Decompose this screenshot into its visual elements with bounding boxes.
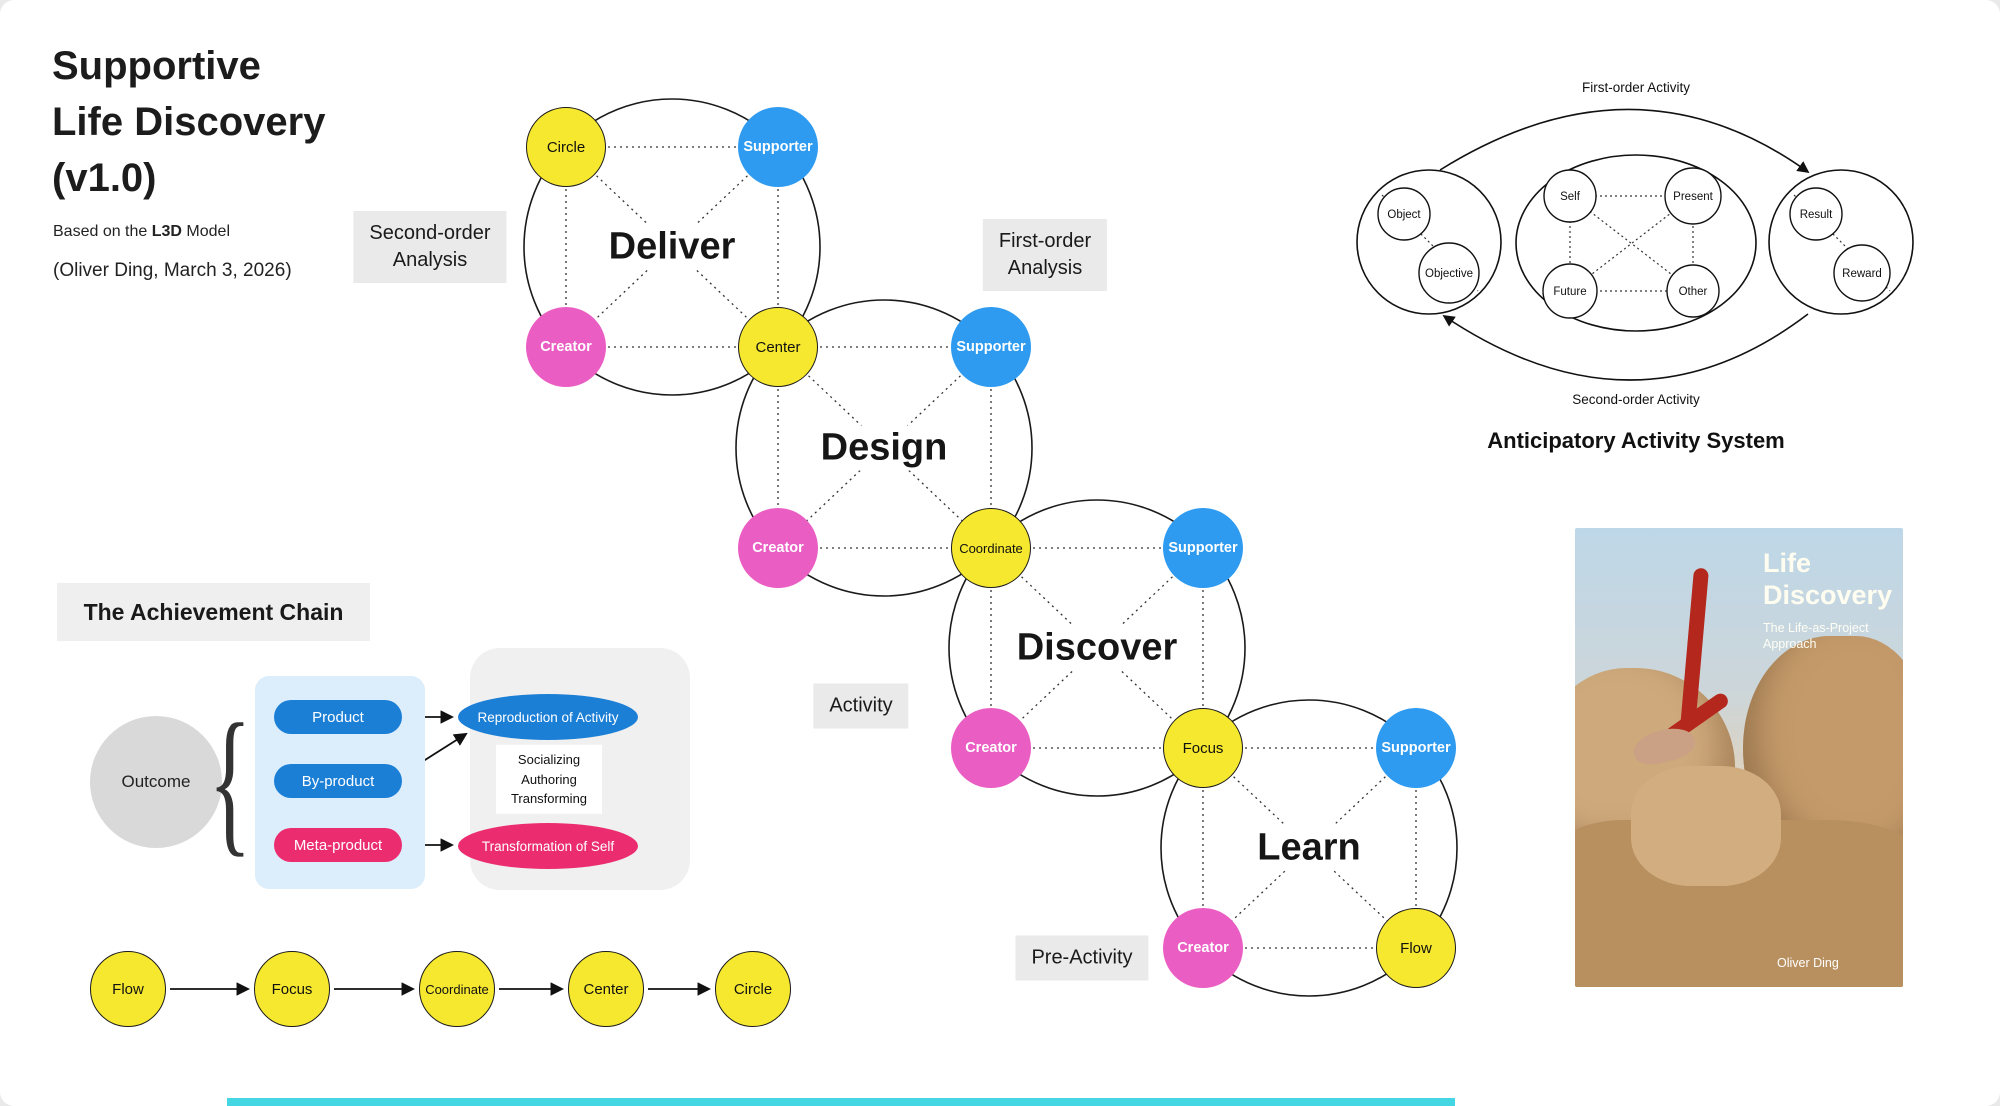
outcome-circle: Outcome <box>90 716 222 848</box>
chain-center: Center <box>568 951 644 1027</box>
node-creator-learn: Creator <box>1163 908 1243 988</box>
by-product-pill: By-product <box>274 764 402 798</box>
chain-focus: Focus <box>254 951 330 1027</box>
based-suffix: Model <box>181 223 231 240</box>
chain-flow: Flow <box>90 951 166 1027</box>
label-line: Analysis <box>392 249 468 271</box>
node-supporter-deliver: Supporter <box>738 107 818 187</box>
aas-result-label: Result <box>1800 209 1833 221</box>
first-order-activity-label: First-order Activity <box>1582 80 1690 95</box>
bottom-accent-bar <box>227 1098 1455 1106</box>
stage-label-learn: Learn <box>1249 825 1369 871</box>
aas-reward-label: Reward <box>1842 268 1882 280</box>
node-center: Center <box>738 307 818 387</box>
node-creator-discover: Creator <box>951 708 1031 788</box>
node-coordinate: Coordinate <box>951 508 1031 588</box>
product-pill: Product <box>274 700 402 734</box>
stage-label-deliver: Deliver <box>600 224 744 270</box>
socializing-box: Socializing Authoring Transforming <box>496 744 602 814</box>
title-line-2: Life Discovery <box>52 100 326 144</box>
node-focus: Focus <box>1163 708 1243 788</box>
aas-object-label: Object <box>1387 209 1421 221</box>
node-creator-design: Creator <box>738 508 818 588</box>
socializing-line: Socializing <box>517 751 581 767</box>
stage-label-design: Design <box>812 425 956 471</box>
book-cover: Life Discovery The Life-as-Project Appro… <box>1575 528 1903 987</box>
brace-glyph: { <box>208 691 252 872</box>
first-order-arc <box>1439 108 1810 174</box>
book-title-line-1: Life <box>1763 548 1812 578</box>
second-order-activity-label: Second-order Activity <box>1572 392 1700 407</box>
title-line-1: Supportive <box>52 44 261 88</box>
label-line: Second-order <box>369 222 491 244</box>
book-author: Oliver Ding <box>1777 956 1839 970</box>
book-title-line-2: Discovery <box>1763 579 1893 610</box>
label-activity: Activity <box>813 683 909 729</box>
label-line: Analysis <box>1007 257 1083 279</box>
aas-present-label: Present <box>1673 191 1713 203</box>
transformation-ellipse: Transformation of Self <box>458 823 638 869</box>
node-supporter-learn: Supporter <box>1376 708 1456 788</box>
based-model-name: L3D <box>151 223 182 240</box>
label-first-order-analysis: First-order Analysis <box>982 219 1108 291</box>
book-subtitle: The Life-as-Project Approach <box>1763 621 1869 652</box>
chain-coordinate: Coordinate <box>419 951 495 1027</box>
aas-node-labels: Object Objective Self Present Future Oth… <box>1387 191 1881 298</box>
page-title: Supportive Life Discovery (v1.0) <box>52 38 325 206</box>
byline: (Oliver Ding, March 3, 2026) <box>53 260 292 281</box>
aas-node-circles <box>1377 167 1891 319</box>
transforming-line: Transforming <box>510 790 588 806</box>
label-pre-activity: Pre-Activity <box>1015 935 1149 981</box>
based-on-note: Based on the L3D Model <box>53 223 230 241</box>
node-supporter-design: Supporter <box>951 307 1031 387</box>
aas-objective-label: Objective <box>1425 268 1473 280</box>
aas-diagram: Object Objective Self Present Future Oth… <box>1356 80 1914 407</box>
aas-outlines <box>1356 108 1914 381</box>
stage-label-discover: Discover <box>1008 625 1186 671</box>
aas-caption: Anticipatory Activity System <box>1487 428 1785 453</box>
authoring-line: Authoring <box>521 771 577 787</box>
node-circle: Circle <box>526 107 606 187</box>
aas-self-label: Self <box>1560 191 1581 203</box>
aas-future-label: Future <box>1553 286 1586 298</box>
book-title: Life Discovery <box>1763 548 1892 612</box>
aas-dotted-links <box>1381 194 1891 292</box>
book-photo-rock-front <box>1631 766 1781 886</box>
reproduction-ellipse: Reproduction of Activity <box>458 694 638 740</box>
achievement-chain-title: The Achievement Chain <box>57 583 370 641</box>
second-order-arc <box>1442 313 1809 381</box>
node-supporter-discover: Supporter <box>1163 508 1243 588</box>
node-creator-deliver: Creator <box>526 307 606 387</box>
meta-product-pill: Meta-product <box>274 828 402 862</box>
title-line-3: (v1.0) <box>52 156 157 200</box>
based-prefix: Based on the <box>53 223 152 240</box>
stage-circle-outlines <box>523 98 1458 997</box>
label-second-order-analysis: Second-order Analysis <box>353 211 507 283</box>
node-flow: Flow <box>1376 908 1456 988</box>
label-line: First-order <box>998 230 1092 252</box>
aas-other-label: Other <box>1679 286 1708 298</box>
chain-circle: Circle <box>715 951 791 1027</box>
